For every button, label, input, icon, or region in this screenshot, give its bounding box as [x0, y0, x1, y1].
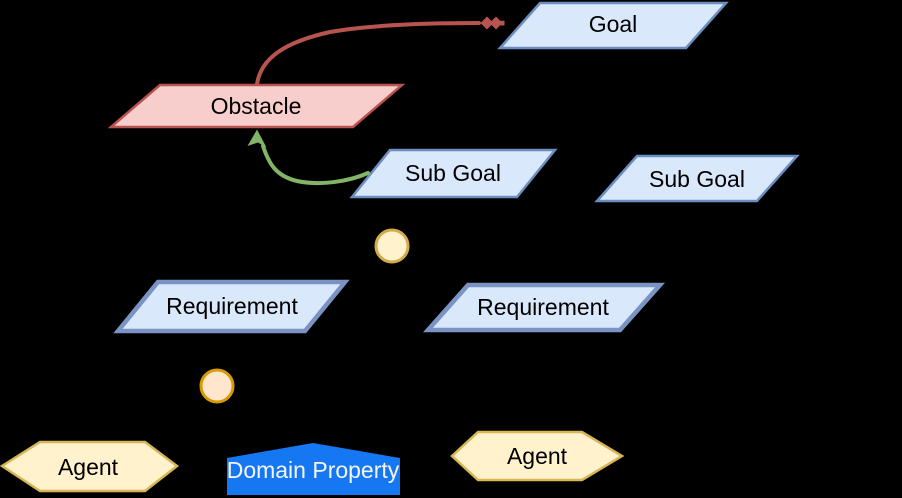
- requirement-left-parallelogram: [113, 279, 350, 334]
- edge-refinement-lower-domain-property: [230, 392, 314, 448]
- edge-refinement-lower-agent-left: [82, 390, 203, 446]
- edge-obstruction: [255, 16, 505, 86]
- requirement-left-label: Requirement: [166, 293, 298, 319]
- edge-goal-subgoal-right: [625, 44, 700, 159]
- agent-right-hexagon: [450, 430, 625, 482]
- node-obstacle: Obstacle: [107, 83, 406, 129]
- subgoal-left-label: Sub Goal: [405, 160, 501, 186]
- domain-property-label: Domain Property: [227, 457, 400, 483]
- node-domain-property: Domain Property: [227, 443, 400, 495]
- subgoal-right-parallelogram: [594, 154, 800, 203]
- domain-property-pentagon: [227, 443, 400, 495]
- refinement-connector-lower: [199, 368, 235, 404]
- node-goal: Goal: [497, 1, 729, 50]
- node-agent-right: Agent: [450, 430, 625, 482]
- edge-requirement-left-refinement-lower: [218, 327, 232, 373]
- node-subgoal-left: Sub Goal: [349, 148, 558, 199]
- agent-right-label: Agent: [507, 443, 568, 469]
- goal-label: Goal: [589, 11, 638, 37]
- obstacle-parallelogram: [107, 83, 406, 129]
- resolution-curve: [261, 144, 370, 186]
- node-subgoal-right: Sub Goal: [594, 154, 800, 203]
- arrowhead-icon: [247, 129, 267, 148]
- refinement-edges: [82, 43, 700, 448]
- obstruction-curve: [255, 21, 481, 86]
- agent-left-label: Agent: [58, 454, 119, 480]
- requirement-right-parallelogram: [422, 282, 666, 333]
- edge-subgoal-refinement-upper: [398, 193, 433, 237]
- subgoal-right-label: Sub Goal: [649, 166, 745, 192]
- edge-requirement-right-agent-right: [535, 327, 542, 435]
- subgoal-left-parallelogram: [349, 148, 558, 199]
- requirement-right-label: Requirement: [477, 294, 609, 320]
- node-requirement-right: Requirement: [422, 282, 666, 333]
- node-requirement-left: Requirement: [113, 279, 350, 334]
- agent-left-hexagon: [0, 440, 180, 493]
- node-agent-left: Agent: [0, 440, 180, 493]
- double-diamond-arrowhead-icon: [480, 16, 505, 30]
- obstacle-label: Obstacle: [211, 93, 302, 119]
- goal-parallelogram: [497, 1, 729, 50]
- edge-resolution: [247, 129, 370, 186]
- edge-goal-subgoal-left: [504, 43, 592, 155]
- refinement-connector-upper: [374, 228, 410, 264]
- edge-refinement-upper-requirement-right: [406, 248, 538, 290]
